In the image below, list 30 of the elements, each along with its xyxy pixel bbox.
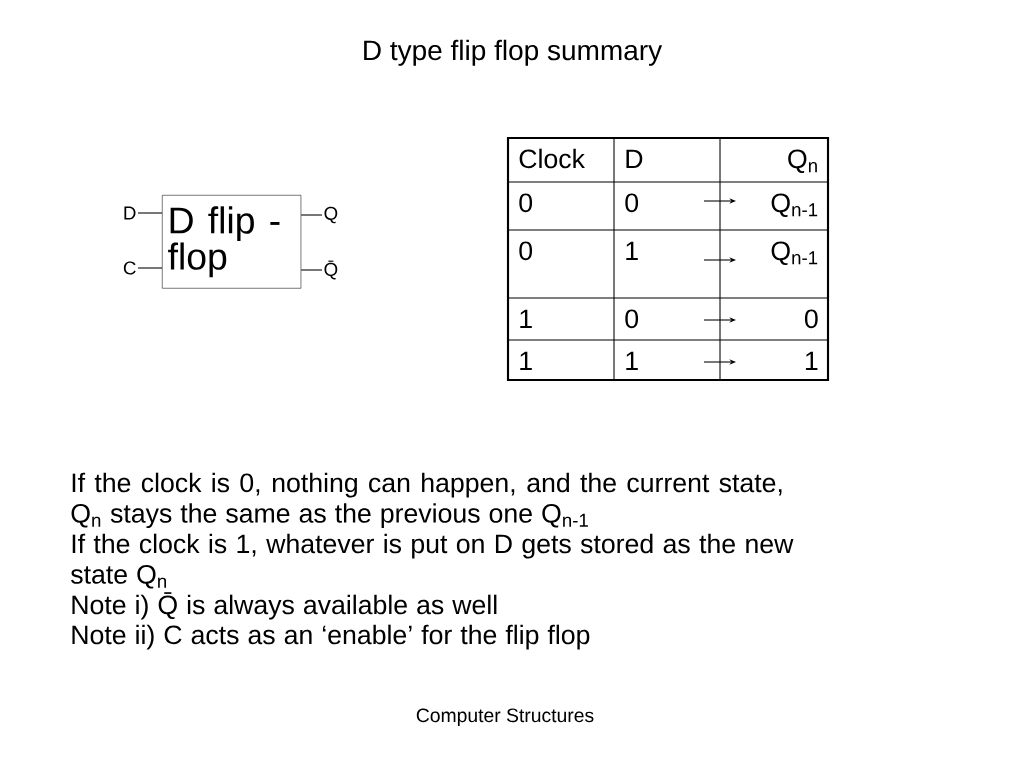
footer-text: Computer Structures [416,708,594,726]
note-text: If the clock is 1, whatever is put on D gets stored as the new state Q$_{n}$ [71,533,794,589]
pin-label: Q [324,206,338,224]
table-value: D [626,149,643,168]
pin-label: D [124,206,136,220]
flip-flop-box: D flip - flop [162,195,302,289]
connector-line [137,267,163,269]
table-value: 1 [520,309,532,328]
connector-line [137,212,163,214]
table-value: Q$_{n}$ [788,149,817,174]
pin-label: Q̄ [324,260,338,280]
connector-line [300,214,323,216]
note-text: Note ii) C acts as an ‘enable’ for the flip flop [72,624,590,650]
table-value: 1 [520,351,532,370]
table-value: 0 [804,309,818,329]
note-text: If the clock is 0, nothing can happen, and the current state, Q$_{n}$ stays the same as the previous one Q$_{n-1}$ [71,472,782,529]
table-value: 1 [626,351,638,370]
table-value: 0 [625,193,639,213]
table-value: 0 [519,193,533,213]
pin-label: C [123,261,136,275]
note-text: Note i) Q̄ is always available as well [72,592,497,620]
table-value: Q$_{n-1}$ [771,241,818,266]
table-value: 0 [625,309,639,329]
table-value: 1 [805,351,818,370]
table-value: Clock [519,148,585,169]
table-value: 0 [519,241,533,261]
table-value: Q$_{n-1}$ [771,193,818,218]
title: D type flip flop summary [364,39,663,66]
table-value: 1 [626,241,638,260]
connector-line [300,269,323,271]
